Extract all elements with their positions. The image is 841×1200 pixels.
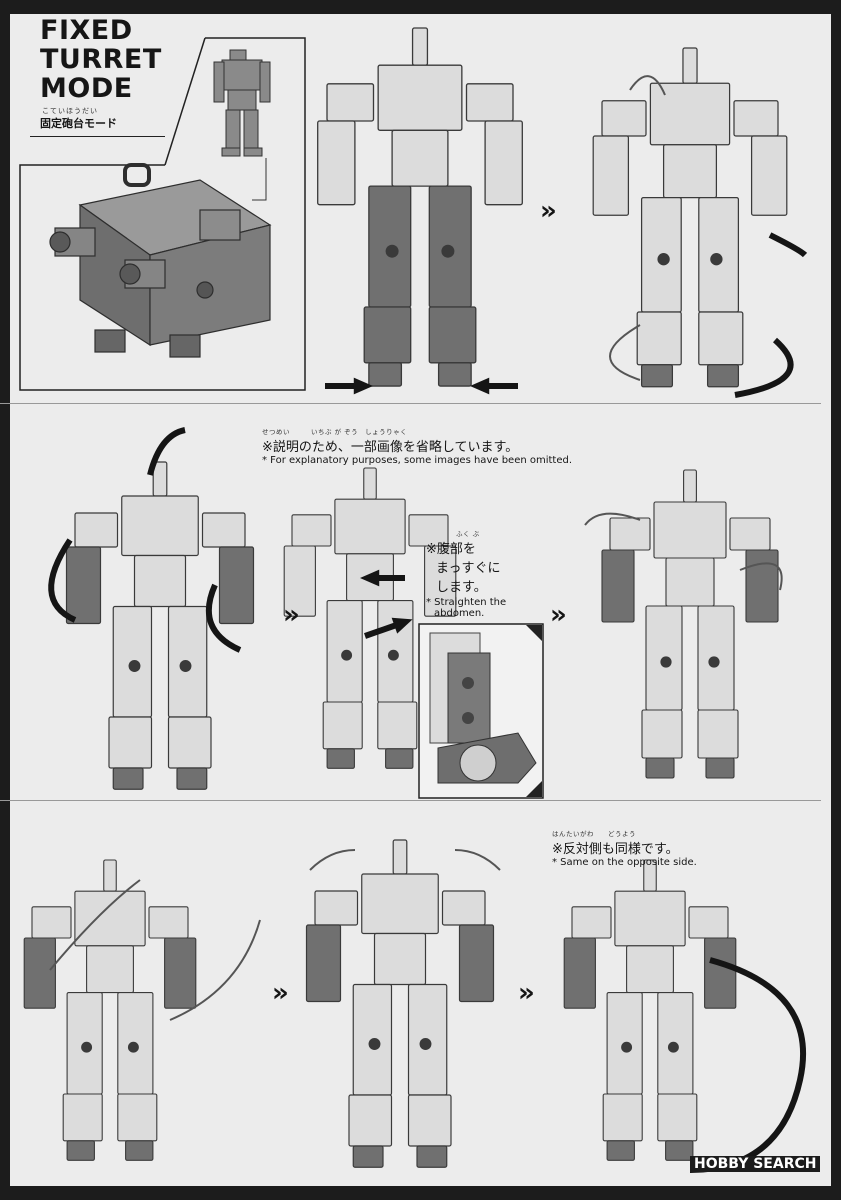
note-abdomen-en-2: abdomen. [434, 608, 485, 619]
note-abdomen-jp-1: ※腹部を [426, 542, 476, 557]
note-abdomen-ruby: ふく ぶ [456, 530, 480, 538]
arrow-rotate-arm [768, 232, 808, 258]
note-abdomen: ふく ぶ ※腹部を まっすぐに します。 * Straighten the ab… [426, 528, 506, 619]
mode-title: FIXED TURRET MODE [40, 16, 162, 103]
note-omitted-en: * For explanatory purposes, some images … [262, 455, 573, 466]
arrow-top-rotate [147, 427, 186, 476]
note-opposite-jp: ※反対側も同様です。 [552, 842, 679, 857]
step-marker-5: » [518, 978, 535, 1008]
robot-step-6 [23, 859, 197, 1161]
arrow-rotate-foot-right [734, 337, 794, 398]
arrow-rotate-shoulder [629, 75, 666, 96]
arrow-rotate-foot [609, 324, 641, 381]
arrow-shoulder-swing-left [309, 849, 356, 871]
note-opposite-ruby: はんたいがわ どうよう [552, 830, 636, 838]
arrow-arm-swing-right [205, 583, 242, 653]
arrow-leg-left [325, 377, 373, 395]
robot-step-5 [601, 469, 779, 779]
arrow-arm-lift-right [169, 919, 261, 1021]
arrow-arm-lift-left [49, 879, 141, 971]
section-divider-1 [0, 403, 821, 404]
robot-step-3 [65, 461, 255, 790]
step-marker-4: » [272, 978, 289, 1008]
abdomen-detail-inset [418, 623, 544, 799]
watermark: HOBBY SEARCH [690, 1156, 821, 1172]
title-line-2: TURRET [40, 44, 162, 75]
arrow-arm-swing-left [48, 538, 77, 623]
step-marker-2: » [283, 600, 300, 630]
note-abdomen-jp-3: します。 [436, 580, 487, 595]
step-marker-3: » [550, 600, 567, 630]
arrow-leg-right [470, 377, 518, 395]
arrow-arm-twist-left [584, 512, 641, 526]
arrow-shoulder-swing-right [454, 849, 501, 871]
reference-robot-image [213, 49, 271, 157]
arrow-big-turn [689, 957, 807, 1173]
turret-mode-image [49, 163, 272, 358]
step-marker-1: » [540, 196, 557, 226]
arrow-abdomen-2 [364, 617, 413, 639]
note-omitted-jp: ※説明のため、一部画像を省略しています。 [262, 440, 519, 455]
arrow-abdomen-1 [360, 569, 405, 587]
robot-step-1 [317, 27, 523, 387]
title-jp: 固定砲台モード [40, 118, 117, 130]
note-omitted: せつめい いちぶ が ぞう しょうりゃく ※説明のため、一部画像を省略しています… [262, 426, 572, 466]
robot-step-7 [305, 839, 495, 1168]
title-underline [30, 136, 165, 137]
arrow-arm-twist-right [739, 562, 783, 591]
title-line-3: MODE [40, 73, 133, 104]
note-abdomen-en-1: * Straighten the [426, 597, 507, 608]
note-opposite-en: * Same on the opposite side. [552, 857, 697, 868]
note-omitted-ruby: せつめい いちぶ が ぞう しょうりゃく [262, 428, 408, 436]
title-line-1: FIXED [40, 15, 133, 46]
title-ruby: こていほうだい [42, 108, 98, 115]
note-abdomen-jp-2: まっすぐに [436, 561, 501, 576]
note-opposite: はんたいがわ どうよう ※反対側も同様です。 * Same on the opp… [552, 828, 697, 868]
robot-step-2 [592, 47, 788, 388]
section-divider-2 [0, 800, 821, 801]
robot-step-8 [563, 859, 737, 1161]
